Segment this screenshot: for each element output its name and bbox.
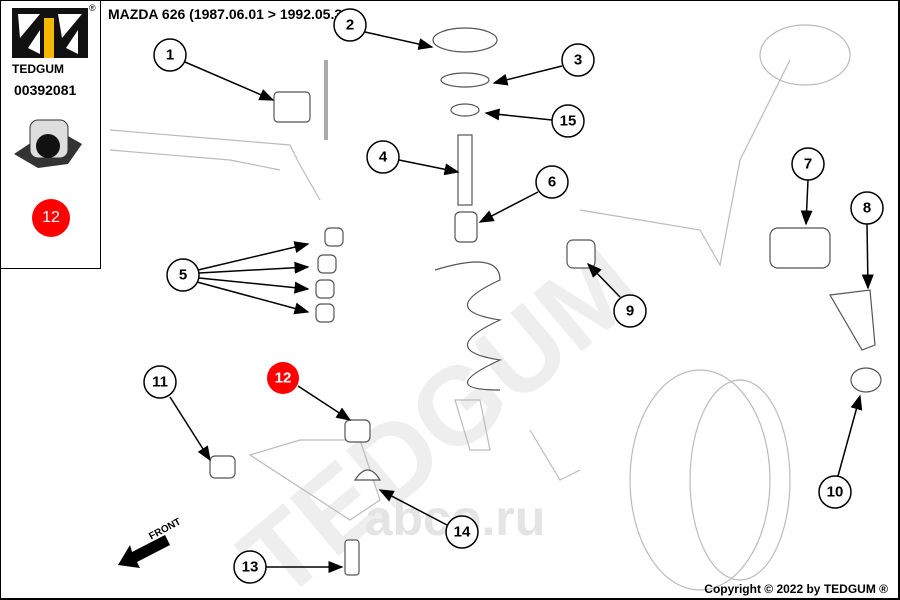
tedgum-logo	[12, 8, 88, 58]
svg-text:5: 5	[179, 267, 187, 284]
callout-9: 9	[613, 294, 647, 328]
callout-3: 3	[561, 43, 595, 77]
callout-8: 8	[850, 191, 884, 225]
svg-text:12: 12	[275, 370, 292, 387]
callout-2: 2	[333, 8, 367, 42]
callout-15: 15	[551, 104, 585, 138]
part-number: 00392081	[14, 82, 77, 98]
callout-4: 4	[366, 140, 400, 174]
part-thumbnail	[14, 119, 82, 168]
svg-text:11: 11	[152, 374, 168, 391]
svg-text:15: 15	[560, 113, 577, 130]
svg-text:3: 3	[574, 52, 582, 69]
callout-5: 5	[166, 258, 200, 292]
svg-text:14: 14	[454, 524, 471, 541]
strut-bellow	[769, 227, 831, 269]
callout-1: 1	[153, 38, 187, 72]
washer	[450, 103, 480, 117]
parts	[209, 27, 882, 576]
callout-13: 13	[233, 550, 267, 584]
page-title: MAZDA 626 (1987.06.01 > 1992.05.31)	[108, 6, 355, 22]
callout-12-highlighted: 12	[267, 362, 299, 394]
callouts[interactable]: 1 2 3 15 4 6 7 8 5 9 11 12 10 14 13	[143, 8, 884, 584]
copyright: Copyright © 2022 by TEDGUM ®	[704, 582, 888, 596]
highlight-badge: 12	[32, 199, 70, 237]
svg-text:6: 6	[548, 174, 556, 191]
svg-text:4: 4	[379, 149, 388, 166]
svg-text:1: 1	[166, 47, 174, 64]
svg-text:8: 8	[863, 200, 871, 217]
callout-arrows	[169, 31, 874, 573]
svg-text:13: 13	[242, 559, 259, 576]
svg-text:9: 9	[626, 303, 634, 320]
svg-text:2: 2	[346, 17, 354, 34]
svg-text:10: 10	[827, 484, 844, 501]
strut-mount	[432, 27, 498, 53]
bearing	[440, 72, 490, 88]
callout-11: 11	[143, 365, 177, 399]
bump-stop	[457, 134, 473, 206]
brand-name: TEDGUM	[12, 62, 64, 76]
callout-14: 14	[445, 515, 479, 549]
part-sidebar: ® TEDGUM 00392081 12	[0, 0, 101, 269]
dust-boot	[454, 211, 478, 243]
callout-10: 10	[818, 475, 852, 509]
stabilizer-bushing	[273, 91, 311, 123]
background-parts	[109, 24, 851, 591]
svg-text:7: 7	[804, 156, 812, 173]
highlighted-bushing	[344, 419, 371, 443]
front-arrow: FRONT	[118, 516, 183, 568]
registered-mark: ®	[89, 3, 96, 13]
coil-spring	[434, 261, 503, 391]
callout-6: 6	[535, 165, 569, 199]
callout-7: 7	[791, 147, 825, 181]
